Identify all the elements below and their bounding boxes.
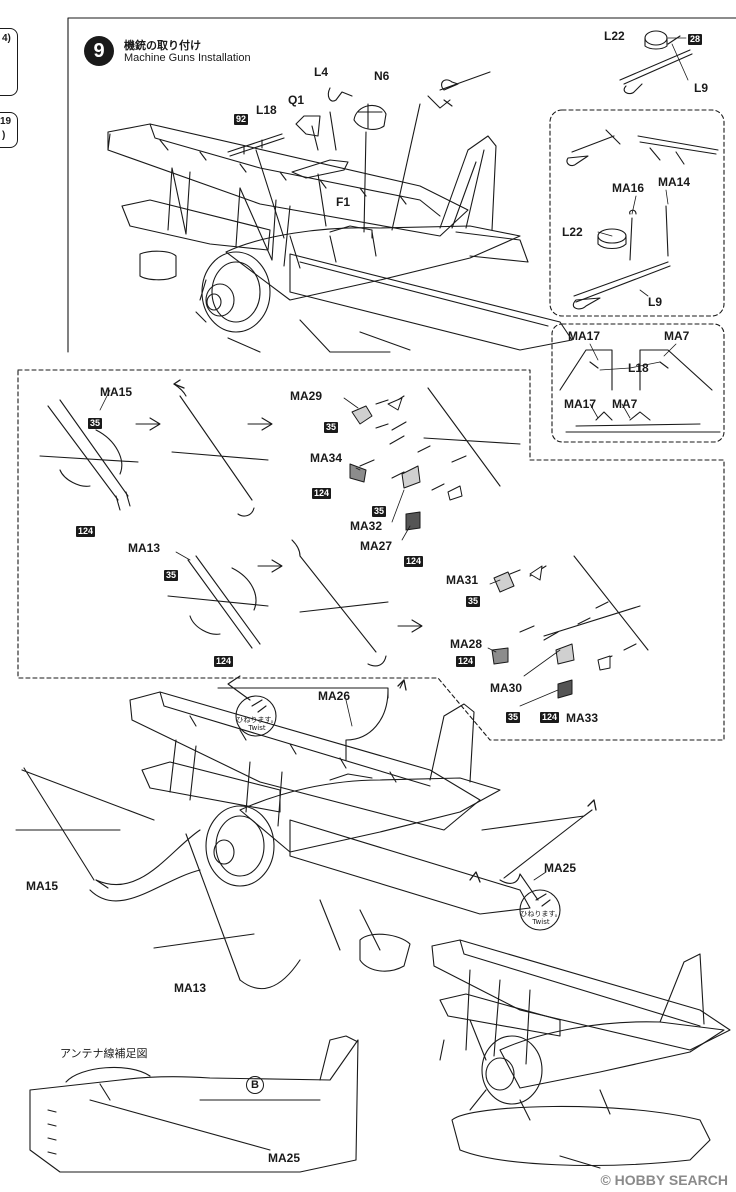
code-28: 28 [688,34,703,45]
code-35-ma32: 35 [372,506,387,517]
label-l22-detail: L22 [562,225,583,239]
label-l18-detail: L18 [628,361,649,375]
label-ma13-top: MA13 [128,541,161,555]
code-35-ma31: 35 [466,596,481,607]
label-q1: Q1 [288,93,305,107]
label-f1: F1 [336,195,351,209]
prev-step-border-2 [0,112,18,148]
parts-q1-f1-l18 [227,71,491,239]
label-l4: L4 [314,65,329,79]
step-number: 9 [84,36,114,66]
top-right-gun-assembly [619,30,693,95]
antenna-diagram-drawing [29,1035,359,1173]
code-124-ma28: 124 [456,656,476,667]
label-ma27: MA27 [360,539,393,553]
watermark: © HOBBY SEARCH [600,1172,728,1188]
prev-step-border [0,28,18,96]
label-ma33: MA33 [566,711,599,725]
edge-fragment-mid: 19 [0,116,12,127]
label-ma30: MA30 [490,681,523,695]
label-ma17-upper: MA17 [568,329,601,343]
twist-bubble-top [235,695,277,737]
detail-sight-parts [559,349,721,433]
label-n6: N6 [374,69,390,83]
label-ma15-top: MA15 [100,385,133,399]
label-l9-top: L9 [694,81,709,95]
antenna-diagram-title: アンテナ線補足図 [60,1047,148,1060]
label-ma17-lower: MA17 [564,397,597,411]
code-124-ma27: 124 [404,556,424,567]
code-124-ma15: 124 [76,526,96,537]
label-l18: L18 [256,103,277,117]
part-leaders [99,37,689,881]
edge-fragment-low: ) [2,130,6,141]
label-ma15-bottom: MA15 [26,879,59,893]
label-ma32: MA32 [350,519,383,533]
label-ma25-right: MA25 [544,861,577,875]
label-ma28: MA28 [450,637,483,651]
label-ma31: MA31 [446,573,479,587]
twist-note-top: ひねります。 Twist [234,716,280,732]
dashed-region-wires [17,369,725,741]
code-124-ma33: 124 [540,712,560,723]
code-35-ma29: 35 [324,422,339,433]
label-ma29: MA29 [290,389,323,403]
flow-arrows [173,379,597,883]
twist-en-bottom: Twist [532,918,550,926]
label-l9-detail: L9 [648,295,663,309]
twist-jp-top: ひねります。 [236,716,278,724]
label-ma25-diagram: MA25 [268,1151,301,1165]
code-35-ma15: 35 [88,418,103,429]
wire-ma15-steps [39,383,521,517]
code-124-ma13: 124 [214,656,234,667]
finished-aircraft-drawing [431,939,731,1169]
label-ma7-lower: MA7 [612,397,638,411]
code-92: 92 [234,114,249,125]
code-35-ma13: 35 [164,570,179,581]
top-aircraft-drawing [107,123,573,353]
twist-jp-bottom: ひねります。 [520,910,562,918]
label-ma26: MA26 [318,689,351,703]
code-124-ma34: 124 [312,488,332,499]
label-ma13-bottom: MA13 [174,981,207,995]
dashed-box-gun [549,109,725,317]
label-ma7-upper: MA7 [664,329,690,343]
code-35-ma30: 35 [506,712,521,723]
twist-en-top: Twist [248,724,266,732]
label-ma34: MA34 [310,451,343,465]
step-frame [67,17,736,353]
label-l22-top: L22 [604,29,625,43]
painted-parts [349,397,611,699]
edge-fragment-top: 4) [2,33,11,44]
step-title-jp: 機銃の取り付け [124,39,201,52]
wire-ma13-steps [167,539,649,667]
twist-bubble-bottom [519,889,561,931]
twist-note-bottom: ひねります。 Twist [518,910,564,926]
marker-b: B [246,1076,264,1094]
step-title-en: Machine Guns Installation [124,52,251,64]
dashed-box-sight [551,323,725,443]
label-ma16: MA16 [612,181,645,195]
detail-gun-parts [566,129,719,310]
label-ma14: MA14 [658,175,691,189]
